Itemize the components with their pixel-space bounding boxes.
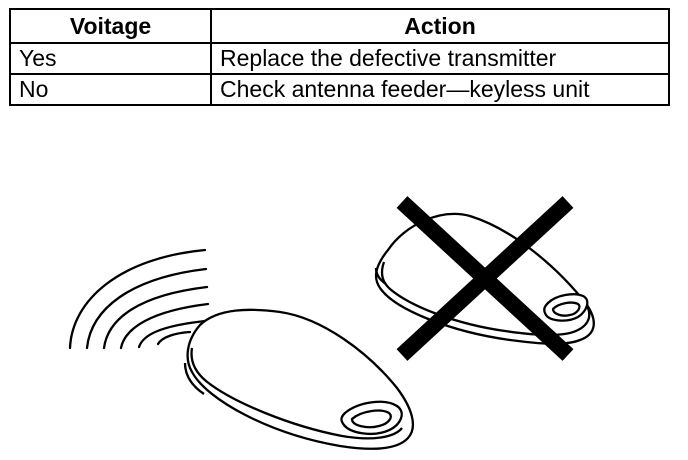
table-row: Yes Replace the defective transmitter bbox=[9, 42, 670, 75]
cell-action: Check antenna feeder—keyless unit bbox=[210, 73, 670, 106]
transmitter-emitting-signal-icon bbox=[183, 308, 415, 450]
cell-action: Replace the defective transmitter bbox=[210, 42, 670, 75]
table-header-row: Voitage Action bbox=[9, 8, 670, 44]
signal-waves-icon bbox=[68, 248, 210, 350]
diagnosis-table: Voitage Action Yes Replace the defective… bbox=[9, 8, 670, 106]
header-action: Action bbox=[210, 8, 670, 44]
transmitter-illustration bbox=[68, 196, 595, 450]
table-row: No Check antenna feeder—keyless unit bbox=[9, 73, 670, 106]
header-voltage: Voitage bbox=[9, 8, 212, 44]
cross-out-icon bbox=[396, 196, 574, 361]
cell-voltage: Yes bbox=[9, 42, 212, 75]
cell-voltage: No bbox=[9, 73, 212, 106]
